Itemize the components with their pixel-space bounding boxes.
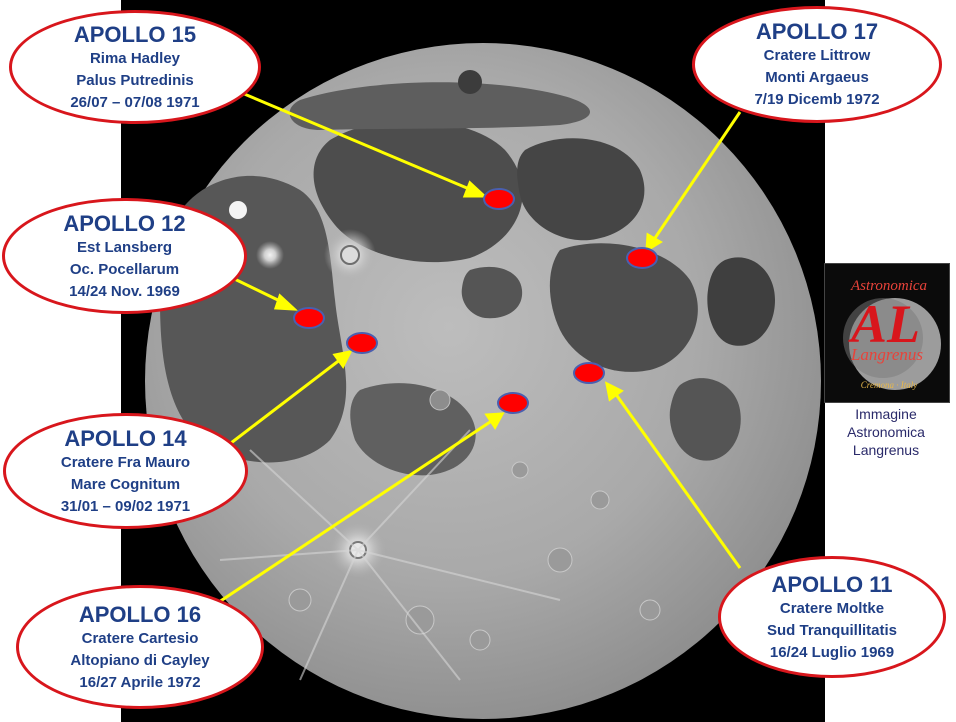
mission-dates: 26/07 – 07/08 1971 <box>70 93 200 111</box>
highland-crater-2 <box>469 629 491 651</box>
mare-frigoris <box>289 82 590 130</box>
arrowhead-apollo-16 <box>484 412 505 430</box>
callout-apollo-12: APOLLO 12 Est Lansberg Oc. Pocellarum 14… <box>2 198 247 314</box>
arrow-apollo-15 <box>241 91 475 193</box>
credit-line: Immagine <box>855 406 917 422</box>
highland-crater-3 <box>547 547 573 573</box>
logo-top-word: Astronomica <box>850 278 927 294</box>
arrow-apollo-16 <box>206 418 494 612</box>
tycho-rays <box>219 429 561 681</box>
callout-apollo-11: APOLLO 11 Cratere Moltke Sud Tranquillit… <box>718 556 946 678</box>
arrowhead-apollo-15 <box>462 180 488 198</box>
copernicus-core <box>340 245 360 265</box>
site-apollo-14 <box>346 332 378 354</box>
site-name: Rima Hadley <box>89 49 181 67</box>
credit-line: Astronomica <box>847 424 925 440</box>
site-name: Cratere Cartesio <box>81 629 199 647</box>
tycho-ray <box>249 449 359 551</box>
site-apollo-11 <box>573 362 605 384</box>
logo-place: Cremona · Italy <box>861 380 917 390</box>
arrowhead-apollo-14 <box>332 349 353 369</box>
arrowhead-apollo-17 <box>645 232 663 253</box>
mare-serenitatis <box>517 138 645 241</box>
site-apollo-16 <box>497 392 529 414</box>
region-name: Palus Putredinis <box>76 71 194 89</box>
landing-sites <box>293 188 658 414</box>
logo-moon-shade <box>843 298 923 378</box>
tycho-ray <box>357 549 461 681</box>
mare-fecunditatis <box>669 378 741 461</box>
mare-imbrium <box>313 120 523 263</box>
plato-crater <box>458 70 482 94</box>
mission-title: APOLLO 12 <box>63 210 186 236</box>
site-name: Est Lansberg <box>76 238 173 256</box>
callout-apollo-16: APOLLO 16 Cratere Cartesio Altopiano di … <box>16 585 264 709</box>
region-name: Sud Tranquillitatis <box>766 621 897 639</box>
region-name: Altopiano di Cayley <box>70 651 210 669</box>
mission-dates: 31/01 – 09/02 1971 <box>60 497 191 515</box>
site-name: Cratere Littrow <box>763 47 871 64</box>
mare-crisium <box>707 257 775 346</box>
tycho-ray <box>299 549 359 681</box>
mission-title: APOLLO 16 <box>78 601 202 627</box>
highland-crater-8 <box>429 389 451 411</box>
mission-dates: 14/24 Nov. 1969 <box>69 282 180 300</box>
highland-crater-4 <box>590 490 610 510</box>
credit-line: Langrenus <box>852 442 920 458</box>
arrowhead-apollo-11 <box>604 381 624 402</box>
arrow-apollo-14 <box>230 357 342 445</box>
region-name: Oc. Pocellarum <box>69 260 180 278</box>
arrow-apollo-17 <box>653 111 742 239</box>
mare-tranquillitatis <box>549 243 698 372</box>
region-name: Monti Argaeus <box>765 69 869 86</box>
arrow-apollo-11 <box>613 392 742 569</box>
highland-crater-6 <box>511 461 529 479</box>
tycho-ray <box>357 549 561 601</box>
aristarchus-crater <box>229 201 247 219</box>
callout-apollo-14: APOLLO 14 Cratere Fra Mauro Mare Cognitu… <box>3 413 248 529</box>
mission-title: APOLLO 14 <box>64 425 187 451</box>
mission-dates: 7/19 Dicemb 1972 <box>754 91 880 108</box>
mare-vaporum <box>461 266 523 319</box>
site-apollo-15 <box>483 188 515 210</box>
region-name: Mare Cognitum <box>70 475 181 493</box>
highland-crater-7 <box>639 599 661 621</box>
astronomica-langrenus-logo: Astronomica AL Langrenus Cremona · Italy <box>824 263 950 403</box>
arrowhead-apollo-12 <box>273 293 299 311</box>
logo-letters: AL <box>848 294 920 354</box>
mission-dates: 16/27 Aprile 1972 <box>79 673 201 691</box>
site-apollo-17 <box>626 247 658 269</box>
highland-crater-5 <box>288 588 312 612</box>
callout-apollo-15: APOLLO 15 Rima Hadley Palus Putredinis 2… <box>9 10 261 124</box>
logo-word: Langrenus <box>850 345 923 364</box>
mission-dates: 16/24 Luglio 1969 <box>769 643 895 661</box>
mission-title: APOLLO 15 <box>73 21 197 47</box>
site-apollo-12 <box>293 307 325 329</box>
tycho-ray <box>357 429 471 551</box>
mission-title: APOLLO 17 <box>755 19 879 44</box>
site-name: Cratere Fra Mauro <box>60 453 191 471</box>
site-name: Cratere Moltke <box>779 599 885 617</box>
callout-apollo-17: APOLLO 17 Cratere Littrow Monti Argaeus … <box>692 6 942 123</box>
highland-crater-1 <box>405 605 435 635</box>
image-credit: Immagine Astronomica Langrenus <box>822 405 950 459</box>
pointer-arrows <box>206 91 742 612</box>
kepler-crater <box>256 241 284 269</box>
mission-title: APOLLO 11 <box>771 571 893 597</box>
